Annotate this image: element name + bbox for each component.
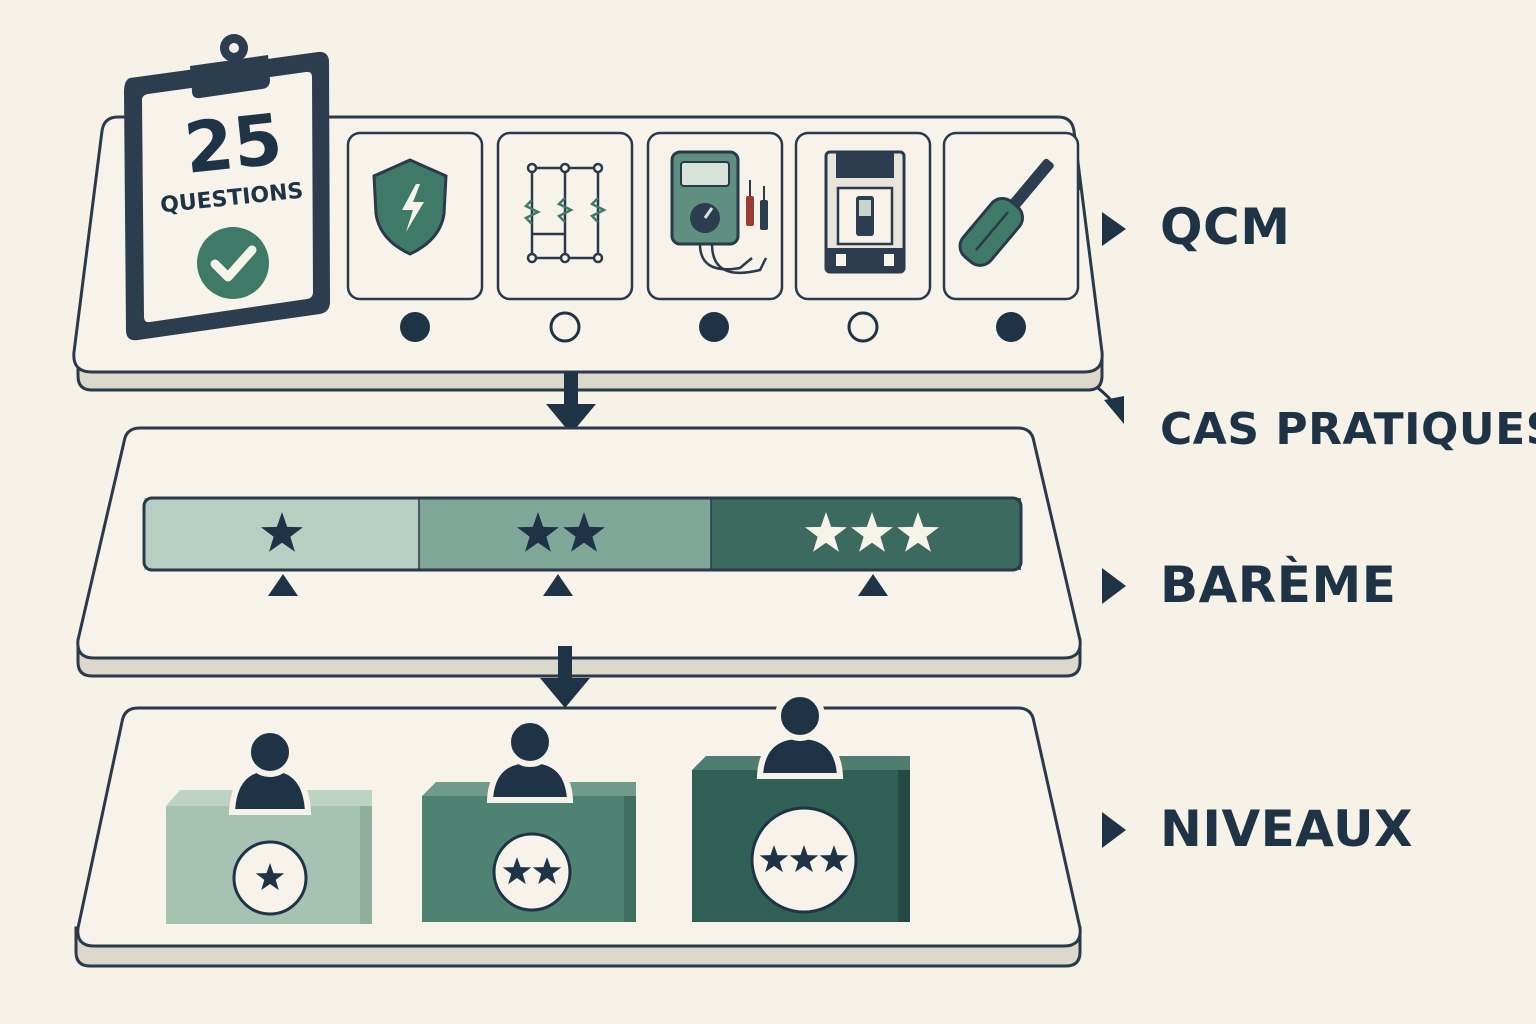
level-1-podium	[166, 727, 372, 924]
topic-dots	[400, 311, 1026, 343]
topic-dot-empty	[847, 311, 879, 343]
pointer-arrow-icon	[1102, 212, 1126, 246]
topic-card-protection	[794, 131, 932, 301]
scale-segment-level-2	[419, 498, 711, 570]
question-count: 25	[181, 98, 286, 190]
questions-clipboard: 25 QUESTIONS	[124, 34, 330, 341]
topic-card-circuit	[496, 131, 634, 301]
level-3-podium	[692, 691, 910, 922]
flow-arrow-down	[540, 646, 590, 708]
check-circle-icon	[197, 227, 269, 299]
level-2-podium	[422, 717, 636, 922]
shield-lightning-icon	[372, 158, 448, 256]
topic-card-measurement	[646, 131, 784, 301]
multimeter-icon	[670, 150, 768, 275]
topic-card-safety	[346, 131, 484, 301]
pointer-arrow-icon	[1102, 812, 1126, 848]
flow-arrow-down	[546, 372, 596, 434]
topic-dot-filled	[996, 312, 1026, 342]
level-badge	[492, 832, 572, 912]
topic-dot-filled	[699, 312, 729, 342]
label-bareme: BARÈME	[1160, 556, 1397, 614]
circuit-breaker-icon	[824, 150, 906, 274]
scale-marker-icon	[543, 574, 573, 596]
pointer-arrow-icon	[1102, 568, 1126, 604]
person-icon	[486, 717, 574, 803]
topic-dot-filled	[400, 312, 430, 342]
pointer-arrow-icon	[1104, 396, 1124, 424]
scale-marker-icon	[268, 574, 298, 596]
screwdriver-icon	[958, 158, 1054, 267]
person-icon	[756, 691, 844, 779]
circuit-diagram-icon	[523, 162, 607, 264]
scoring-scale-bar	[142, 496, 1023, 596]
topic-dot-empty	[549, 311, 581, 343]
label-niveaux: NIVEAUX	[1160, 800, 1414, 858]
label-pointers	[1097, 212, 1126, 848]
scale-marker-icon	[858, 574, 888, 596]
label-cas-pratiques: CAS PRATIQUES	[1160, 404, 1536, 455]
topic-card-tools	[942, 131, 1080, 301]
label-qcm: QCM	[1160, 198, 1291, 256]
person-icon	[228, 727, 312, 815]
